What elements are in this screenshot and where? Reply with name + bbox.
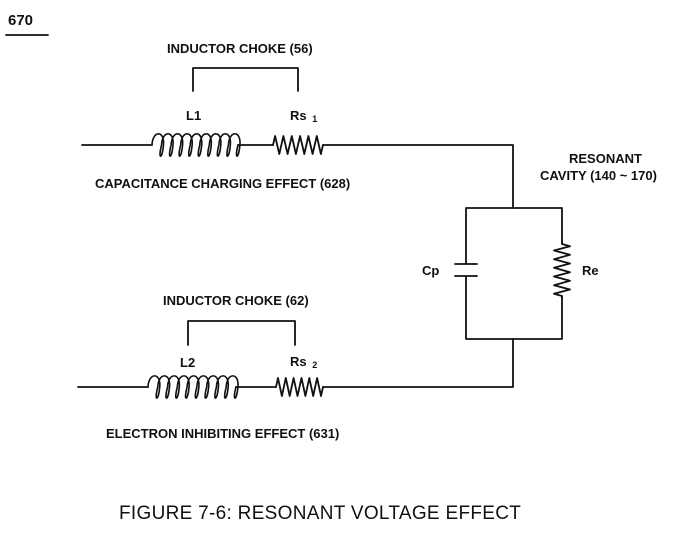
top-inductor-l1-coil bbox=[151, 133, 241, 157]
bottom-resistor-label-main: Rs bbox=[290, 354, 307, 369]
bottom-resistor-rs2 bbox=[275, 377, 324, 397]
cavity-frame bbox=[465, 207, 563, 340]
top-choke-bracket bbox=[192, 67, 299, 92]
resistor-re bbox=[553, 241, 571, 299]
bottom-resistor-label-subscript: 2 bbox=[312, 360, 317, 370]
top-effect-label: CAPACITANCE CHARGING EFFECT (628) bbox=[95, 176, 350, 191]
top-resistor-label-main: Rs bbox=[290, 108, 307, 123]
capacitor-cp-label: Cp bbox=[422, 263, 439, 278]
figure-caption: FIGURE 7-6: RESONANT VOLTAGE EFFECT bbox=[119, 503, 521, 524]
bottom-inductor-label: L2 bbox=[180, 355, 195, 370]
bottom-choke-bracket bbox=[187, 320, 296, 346]
resistor-re-label: Re bbox=[582, 263, 599, 278]
bottom-wire-to-cavity bbox=[322, 338, 514, 388]
cavity-title-line1: RESONANT bbox=[569, 151, 642, 166]
top-resistor-label: Rs 1 bbox=[290, 108, 317, 124]
bottom-inductor-l2-coil bbox=[147, 375, 239, 399]
top-resistor-rs1 bbox=[272, 135, 324, 155]
top-wire-to-cavity bbox=[322, 144, 514, 209]
top-resistor-label-subscript: 1 bbox=[312, 114, 317, 124]
capacitor-gap-mask bbox=[462, 264, 470, 276]
figure-number: 670 bbox=[8, 12, 33, 29]
top-inductor-label: L1 bbox=[186, 108, 201, 123]
top-choke-label: INDUCTOR CHOKE (56) bbox=[167, 41, 313, 56]
bottom-effect-label: ELECTRON INHIBITING EFFECT (631) bbox=[106, 426, 339, 441]
bottom-resistor-label: Rs 2 bbox=[290, 354, 317, 370]
bottom-choke-label: INDUCTOR CHOKE (62) bbox=[163, 293, 309, 308]
cavity-title-line2: CAVITY (140 ~ 170) bbox=[540, 168, 657, 183]
